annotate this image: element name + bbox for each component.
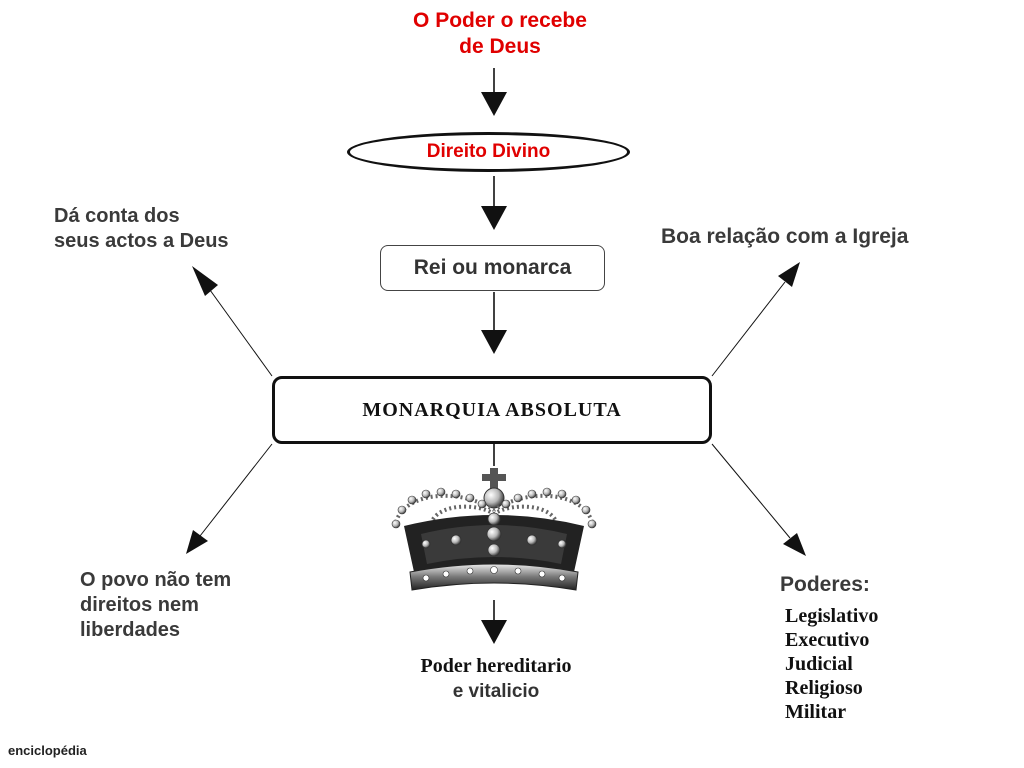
arrowhead-down-3 — [481, 330, 507, 354]
connector-to-bottom-left — [199, 443, 273, 537]
arrowhead-down-4 — [481, 620, 507, 644]
arrowhead-top-right — [778, 262, 800, 287]
arrowhead-bottom-right — [783, 533, 806, 556]
king-node: Rei ou monarca — [380, 245, 605, 291]
bottom-left-line-3: liberdades — [80, 619, 181, 641]
top-left-caption: Dá conta dos seus actos a Deus — [54, 204, 229, 254]
power-item-executive: Executivo — [785, 629, 870, 651]
power-item-legislative: Legislativo — [785, 605, 879, 627]
arrowhead-top-left — [192, 266, 218, 296]
top-caption: O Poder o recebe de Deus — [370, 8, 630, 60]
absolute-monarchy-node: MONARQUIA ABSOLUTA — [272, 376, 712, 444]
bottom-left-caption: O povo não tem direitos nem liberdades — [80, 568, 231, 643]
divine-right-node: Direito Divino — [347, 132, 630, 172]
arrowhead-down-2 — [481, 206, 507, 230]
top-left-line-2: seus actos a Deus — [54, 230, 229, 252]
source-credit: enciclopédia — [8, 743, 87, 758]
powers-heading: Poderes: — [780, 573, 870, 596]
connector-to-top-left — [209, 289, 273, 377]
powers-list: Legislativo Executivo Judicial Religioso… — [785, 604, 878, 724]
bottom-caption-line-1: Poder hereditario — [420, 655, 572, 677]
connector-to-bottom-right — [711, 443, 791, 539]
bottom-left-line-2: direitos nem — [80, 594, 199, 616]
bottom-left-line-1: O povo não tem — [80, 569, 232, 591]
arrowhead-bottom-left — [186, 530, 208, 554]
connector-to-top-right — [711, 281, 786, 377]
crown-icon — [391, 468, 597, 591]
power-item-military: Militar — [785, 701, 847, 723]
top-left-line-1: Dá conta dos — [54, 205, 180, 227]
bottom-caption: Poder hereditario e vitalicio — [390, 654, 602, 704]
absolute-monarchy-label: MONARQUIA ABSOLUTA — [362, 398, 622, 421]
top-caption-line-1: O Poder o recebe — [413, 9, 587, 32]
divine-right-label: Direito Divino — [426, 141, 551, 162]
top-right-caption: Boa relação com a Igreja — [661, 225, 909, 248]
top-caption-line-2: de Deus — [459, 35, 541, 58]
bottom-caption-line-2: e vitalicio — [452, 681, 540, 702]
arrowhead-down-1 — [481, 92, 507, 116]
king-label: Rei ou monarca — [413, 256, 572, 279]
power-item-religious: Religioso — [785, 677, 863, 699]
power-item-judicial: Judicial — [785, 653, 853, 675]
